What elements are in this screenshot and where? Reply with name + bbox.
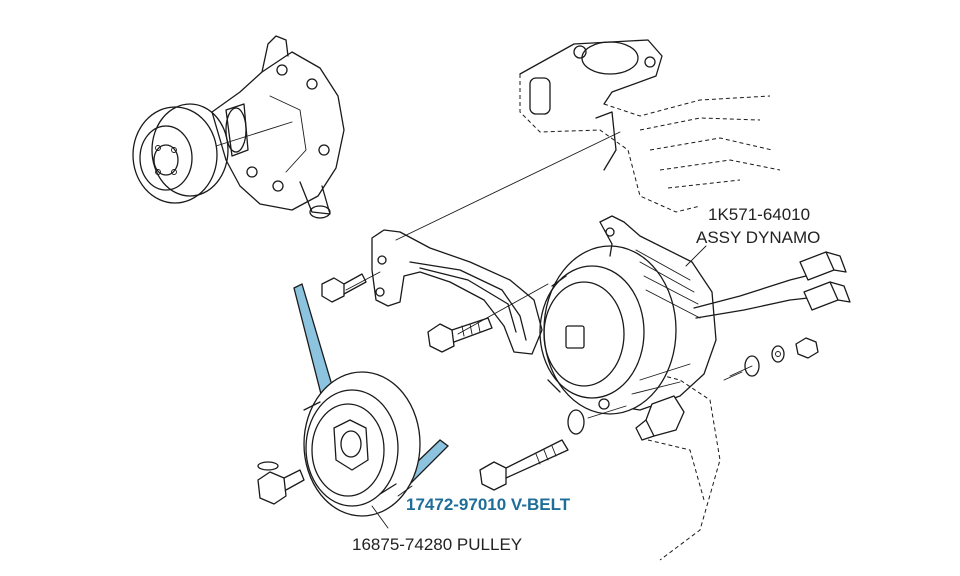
adjusting-bracket-illustration <box>371 229 543 355</box>
pulley-label: 16875-74280 PULLEY <box>352 535 522 554</box>
vbelt-leader-line <box>397 485 413 497</box>
water-pump-illustration <box>132 35 345 219</box>
assembly-guide-lines <box>215 121 753 419</box>
vbelt-label: 17472-97010 V-BELT <box>406 495 571 514</box>
washers-and-nut-illustration <box>723 337 819 381</box>
dynamo-name-label: ASSY DYNAMO <box>696 228 820 247</box>
bracket-bolt-illustration <box>321 273 367 303</box>
dynamo-leader-line <box>685 245 707 267</box>
alternator-illustration <box>539 215 851 441</box>
bracket-long-bolt-illustration <box>427 317 493 353</box>
alternator-pivot-bolt-illustration <box>479 409 585 491</box>
pulley-illustration <box>257 283 449 517</box>
engine-block-illustration <box>519 39 781 561</box>
pulley-leader-line <box>371 505 389 529</box>
dynamo-part-number-label: 1K571-64010 <box>708 205 810 224</box>
v-belt-strand-upper <box>293 283 335 399</box>
